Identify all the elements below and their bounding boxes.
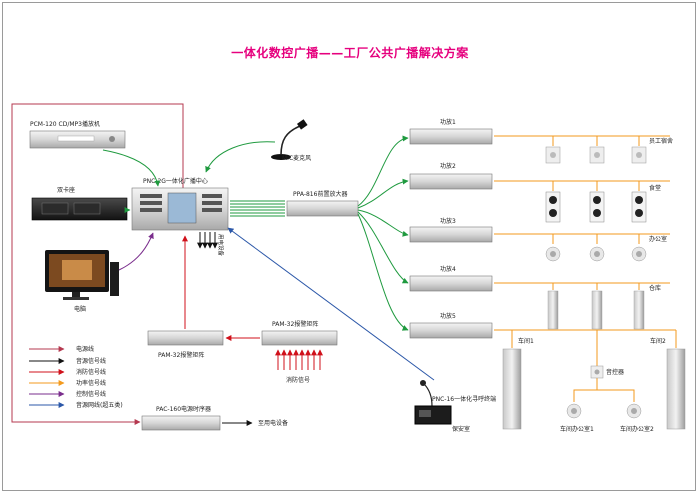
center-to-preamp-bus: [230, 200, 285, 217]
amplifier-4-label: 功放4: [440, 265, 456, 273]
dorm-speakers: 员工宿舍: [545, 137, 673, 164]
workshop-1-label: 车间1: [518, 337, 534, 345]
audio-signal-lines: [102, 141, 276, 213]
preamp-to-amp-lines: [357, 135, 409, 331]
workshop-office-1-label: 车间办公室1: [560, 425, 594, 433]
amplifier-1-label: 功放1: [440, 118, 456, 126]
control-line-computer: [118, 232, 154, 271]
amplifier-5-label: 功放5: [440, 312, 456, 320]
microphone-label: MIC麦克风: [282, 154, 311, 162]
volume-controller-label: 音控器: [606, 368, 624, 376]
amplifier-5: 功放5: [409, 312, 493, 339]
canteen-speakers: 食堂: [545, 184, 661, 223]
diagram-title: 一体化数控广播——工厂公共广播解决方案: [231, 46, 469, 60]
workshop-2-label: 车间2: [650, 337, 666, 345]
workshop-office-speakers: 车间办公室1 车间办公室2: [560, 403, 654, 433]
amplifier-2: 功放2: [409, 162, 493, 190]
power-output-arrows: 用电设备: [197, 232, 225, 257]
amplifier-4: 功放4: [409, 265, 493, 292]
alarm-matrix-2-label: PAM-32报警矩阵: [272, 320, 318, 328]
amplifier-1: 功放1: [409, 118, 493, 145]
legend-item-fire: 消防信号线: [29, 368, 106, 376]
office-label: 办公室: [649, 235, 667, 243]
legend-label-network: 音源网线(超五类): [76, 401, 123, 409]
alarm-matrix-1: PAM-32报警矩阵: [147, 330, 224, 359]
computer: 电脑: [45, 250, 119, 313]
amplifier-3-label: 功放3: [440, 217, 456, 225]
legend-label-control: 控制信号线: [76, 390, 106, 398]
legend-label-audio: 音源信号线: [76, 357, 106, 365]
preamp: PPA-816前置放大器: [286, 190, 359, 217]
outer-border: [2, 2, 696, 491]
cassette-deck-label: 双卡座: [57, 186, 75, 194]
microphone: MIC麦克风: [271, 119, 311, 162]
warehouse-label: 仓库: [649, 284, 661, 292]
office-speakers: 办公室: [545, 235, 667, 262]
amplifier-2-label: 功放2: [440, 162, 456, 170]
legend-item-power: 电源线: [29, 345, 94, 353]
security-room-label: 保安室: [452, 425, 470, 433]
dorm-label: 员工宿舍: [649, 137, 673, 145]
power-equipment-label: 用电设备: [217, 234, 225, 257]
legend-label-power-signal: 功率信号线: [76, 379, 106, 387]
fire-signal-label: 消防信号: [286, 376, 310, 384]
cd-player: PCM-120 CD/MP3播放机: [29, 120, 126, 149]
alarm-matrix-2: PAM-32报警矩阵: [261, 320, 338, 346]
cd-player-label: PCM-120 CD/MP3播放机: [30, 120, 100, 128]
paging-terminal: PNC-16一体化寻呼终端 保安室: [414, 380, 496, 433]
workshop-office-2-label: 车间办公室2: [620, 425, 654, 433]
paging-terminal-label: PNC-16一体化寻呼终端: [432, 395, 496, 403]
volume-controller: 音控器: [590, 365, 624, 379]
computer-label: 电脑: [74, 305, 86, 313]
legend-label-power: 电源线: [76, 345, 94, 353]
power-line-loop: [11, 103, 184, 425]
broadcast-center-label: PNC-2G一体化广播中心: [143, 177, 208, 185]
amplifier-3: 功放3: [409, 217, 493, 243]
legend-item-control: 控制信号线: [29, 390, 106, 398]
legend-item-power-signal: 功率信号线: [29, 379, 106, 387]
fire-signal-lines: 消防信号: [182, 235, 323, 384]
alarm-matrix-1-label: PAM-32报警矩阵: [158, 351, 204, 359]
workshop-speakers: 车间1 车间2: [502, 337, 686, 430]
cassette-deck: 双卡座: [31, 186, 128, 221]
network-line: [227, 227, 435, 381]
legend-item-audio: 音源信号线: [29, 357, 106, 365]
legend: 电源线 音源信号线 消防信号线 功率信号线 控制信号线 音源网线(超五类): [29, 345, 123, 409]
canteen-label: 食堂: [649, 184, 661, 192]
power-sequencer-label: PAC-160电源时序器: [156, 405, 211, 413]
to-power-equipment-label: 至用电设备: [258, 419, 288, 427]
power-sequencer: PAC-160电源时序器 至用电设备: [141, 405, 288, 431]
broadcast-center: PNC-2G一体化广播中心: [131, 177, 229, 231]
preamp-label: PPA-816前置放大器: [293, 190, 347, 198]
legend-label-fire: 消防信号线: [76, 368, 106, 376]
warehouse-speakers: 仓库: [547, 284, 661, 330]
legend-item-network: 音源网线(超五类): [29, 401, 123, 409]
power-signal-lines: [494, 135, 677, 402]
